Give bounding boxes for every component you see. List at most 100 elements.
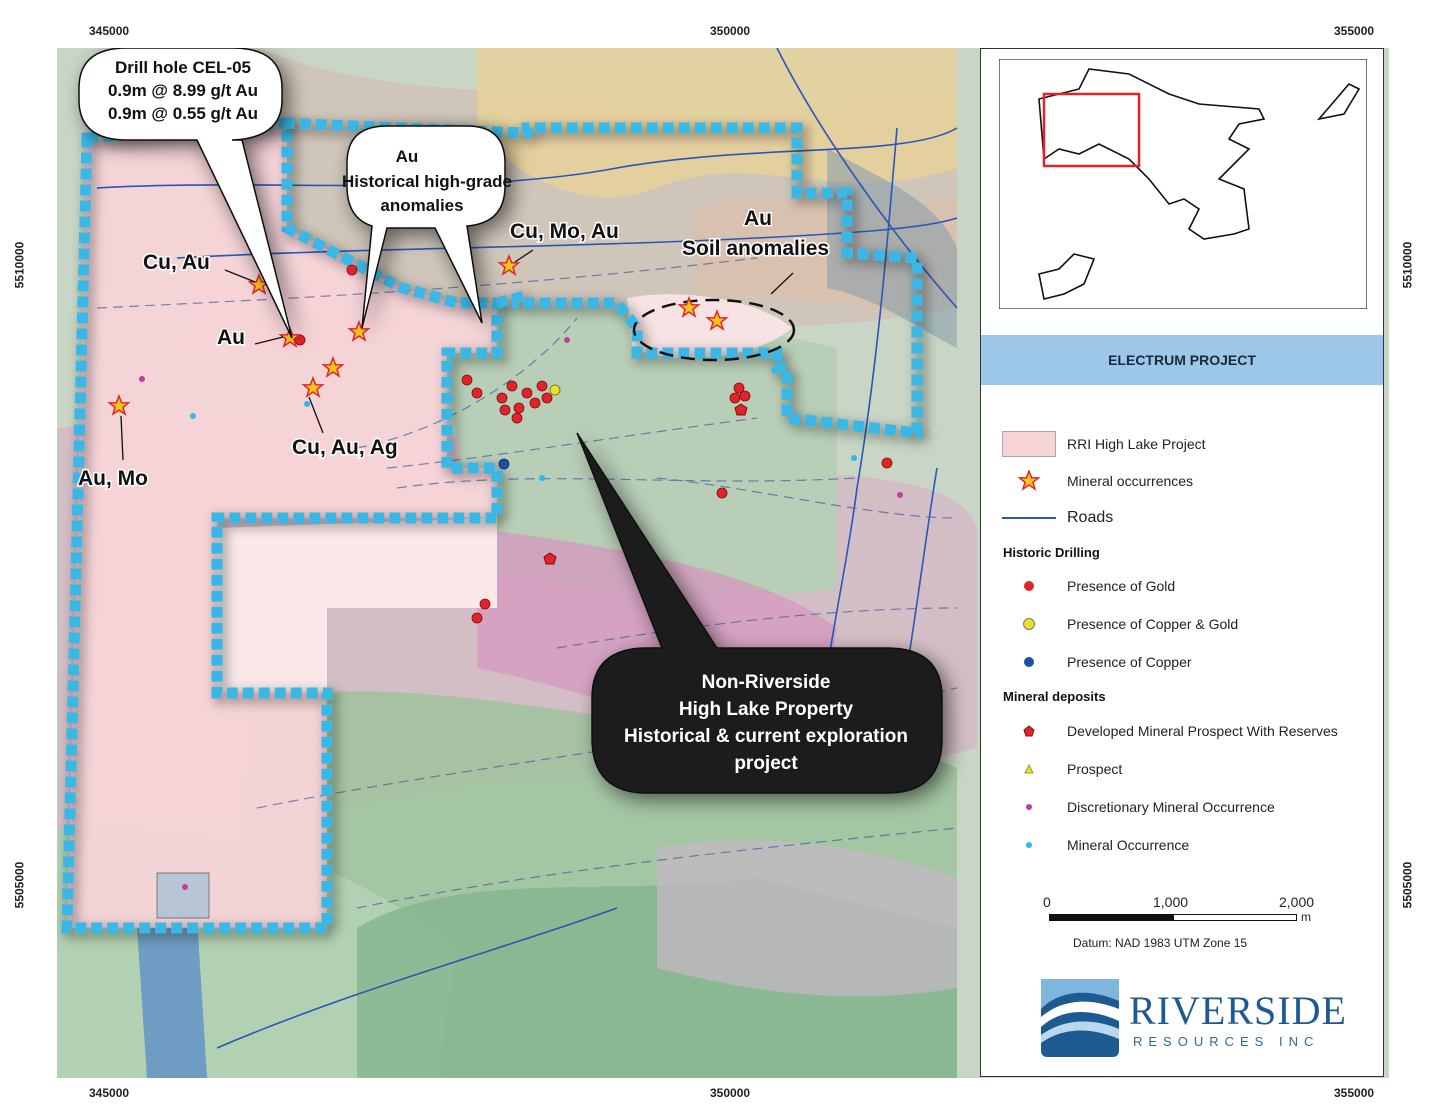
legend-copper-gold-row: Presence of Copper & Gold	[1001, 616, 1238, 632]
scale-label-1000: 1,000	[1153, 894, 1189, 910]
discretionary-occurrence	[139, 376, 145, 382]
coord-right-5510000: 5510000	[1400, 241, 1415, 289]
coord-top-355000: 355000	[1334, 24, 1375, 38]
legend-mineral-occurrences-row: Mineral occurrences	[1001, 470, 1193, 492]
rri-boundary-east	[281, 117, 923, 440]
label-cu-au-ag: Cu, Au, Ag	[292, 436, 398, 459]
discretionary-occurrence	[897, 492, 903, 498]
drill-gold	[521, 387, 533, 399]
drill-callout-line2: 0.9m @ 8.99 g/t Au	[108, 81, 258, 100]
soil-anomaly-outline	[632, 298, 796, 362]
coord-top-350000: 350000	[710, 24, 751, 38]
legend-historic-drilling-heading: Historic Drilling	[1003, 545, 1100, 560]
developed-prospect	[734, 403, 748, 416]
pentagon-icon	[1023, 725, 1035, 737]
label-soil-au: Au	[744, 207, 772, 230]
occurrence-dot-icon	[1026, 842, 1032, 848]
drill-gold	[499, 404, 511, 416]
road-line-icon	[1002, 517, 1056, 519]
triangle-icon	[1024, 764, 1034, 774]
legend-discretionary-label: Discretionary Mineral Occurrence	[1067, 799, 1275, 815]
legend-panel: ELECTRUM PROJECT RRI High Lake Project M…	[980, 48, 1384, 1077]
legend-gold-label: Presence of Gold	[1067, 578, 1176, 594]
legend-roads-label: Roads	[1067, 509, 1114, 526]
rri-boundary	[61, 117, 503, 934]
star-icon	[1018, 470, 1040, 491]
label-au-mo: Au, Mo	[78, 467, 148, 490]
drill-copper	[498, 458, 510, 470]
leader-lines	[120, 249, 794, 461]
lake-parcel	[156, 872, 210, 919]
callout-historical-anomalies	[346, 125, 506, 329]
label-cu-au: Cu, Au	[143, 251, 210, 274]
hist-callout-line1: Au	[396, 147, 419, 166]
legend-copper-gold-label: Presence of Copper & Gold	[1067, 616, 1239, 632]
legend-occurrence-label: Mineral Occurrence	[1067, 837, 1190, 853]
drill-copper-gold	[549, 384, 561, 396]
legend-occurrence-row: Mineral Occurrence	[1001, 837, 1189, 853]
coord-left-5510000: 5510000	[12, 241, 27, 289]
logo-wordmark: RIVERSIDE	[1129, 988, 1347, 1033]
nonriverside-line3: Historical & current exploration	[624, 726, 908, 747]
discretionary-occurrence	[564, 337, 570, 343]
scale-unit: m	[1301, 910, 1311, 924]
drill-gold	[496, 392, 508, 404]
label-soil-anomalies: Soil anomalies	[682, 237, 829, 260]
label-cu-mo-au: Cu, Mo, Au	[510, 220, 619, 243]
legend-copper-row: Presence of Copper	[1001, 654, 1192, 670]
drill-gold	[479, 598, 491, 610]
drill-gold	[716, 487, 728, 499]
coord-left-5505000: 5505000	[12, 861, 27, 909]
nonriverside-line2: High Lake Property	[679, 699, 854, 720]
location-inset-map	[999, 59, 1367, 309]
nonriverside-line1: Non-Riverside	[702, 672, 831, 693]
drill-gold	[346, 264, 358, 276]
hist-callout-line3: anomalies	[380, 196, 463, 215]
drill-gold	[536, 380, 548, 392]
high-lake-water	[217, 518, 497, 693]
drill-gold	[529, 397, 541, 409]
drill-holes	[294, 264, 893, 624]
drill-gold	[471, 612, 483, 624]
callout-drill-hole	[78, 48, 293, 339]
faults	[96, 257, 958, 909]
legend-developed-row: Developed Mineral Prospect With Reserves	[1001, 723, 1338, 739]
inset-location-box	[1042, 92, 1141, 168]
scale-segment-black	[1049, 914, 1173, 921]
legend-mineral-occurrences-label: Mineral occurrences	[1067, 473, 1194, 489]
nonriverside-line4: project	[734, 753, 798, 774]
legend-developed-label: Developed Mineral Prospect With Reserves	[1067, 723, 1338, 739]
scale-label-0: 0	[1043, 894, 1051, 910]
legend-prospect-label: Prospect	[1067, 761, 1123, 777]
drill-gold	[513, 402, 525, 414]
mineral-occurrence	[851, 455, 857, 461]
legend-title: ELECTRUM PROJECT	[981, 335, 1383, 385]
drill-gold	[739, 390, 751, 402]
coord-bottom-355000: 355000	[1334, 1086, 1375, 1100]
coord-right-5505000: 5505000	[1400, 861, 1415, 909]
mineral-occurrence	[539, 475, 545, 481]
hist-callout-line2: Historical high-grade	[342, 172, 512, 191]
legend-copper-label: Presence of Copper	[1067, 654, 1192, 670]
drill-gold	[733, 382, 745, 394]
developed-prospect	[543, 552, 557, 565]
occurrence-dots	[139, 337, 903, 890]
mineral-occurrence	[190, 413, 196, 419]
drill-gold	[471, 387, 483, 399]
drill-gold	[881, 457, 893, 469]
geologic-map[interactable]: Drill hole CEL-05 0.9m @ 8.99 g/t Au 0.9…	[57, 48, 1389, 1078]
lilac-unit	[657, 839, 957, 997]
rri-project-area	[67, 123, 497, 928]
coord-top-345000: 345000	[89, 24, 130, 38]
logo-subtitle: RESOURCES INC	[1133, 1034, 1320, 1049]
legend-rri-row: RRI High Lake Project	[1001, 431, 1206, 457]
drill-callout-line3: 0.9m @ 0.55 g/t Au	[108, 104, 258, 123]
drill-gold	[511, 412, 523, 424]
legend-discretionary-row: Discretionary Mineral Occurrence	[1001, 799, 1275, 815]
drill-gold	[461, 374, 473, 386]
discretionary-occurrence	[182, 884, 188, 890]
discretionary-dot-icon	[1026, 804, 1032, 810]
drill-gold	[506, 380, 518, 392]
riverside-wave-icon	[1041, 979, 1119, 1057]
copper-gold-dot-icon	[1023, 618, 1035, 630]
